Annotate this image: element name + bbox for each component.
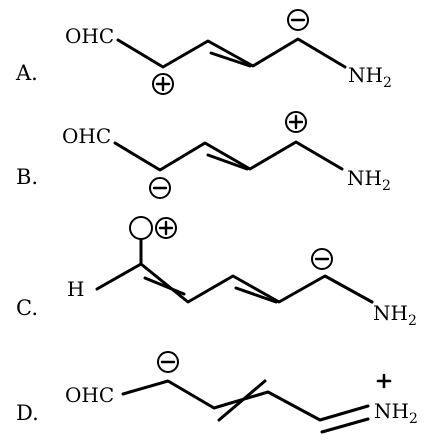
option-a-skeleton xyxy=(116,37,347,69)
option-d-minus-charge xyxy=(157,351,179,373)
option-d-right-group: NH2 xyxy=(374,399,418,427)
option-b-left-group: OHC xyxy=(62,124,111,148)
option-a-right-group: NH2 xyxy=(348,63,392,91)
option-b-letter: B. xyxy=(16,165,38,189)
option-b[interactable]: B. OHC NH2 xyxy=(16,111,391,199)
option-d-letter: D. xyxy=(16,401,39,425)
option-c-plus-charge xyxy=(155,217,177,239)
option-a-plus-charge xyxy=(152,73,174,95)
option-c-empty-orbital xyxy=(129,216,153,240)
option-d-skeleton xyxy=(121,379,370,434)
option-c-left-group: H xyxy=(67,277,84,301)
option-c-letter: C. xyxy=(16,296,38,320)
option-d-plus-charge xyxy=(376,373,392,389)
option-d[interactable]: D. OHC NH2 xyxy=(16,351,418,434)
option-c-minus-charge xyxy=(311,248,333,270)
option-d-left-group: OHC xyxy=(65,383,114,407)
option-a[interactable]: A. OHC NH2 xyxy=(15,9,392,95)
option-b-skeleton xyxy=(113,140,344,172)
option-b-plus-charge xyxy=(285,111,307,133)
option-c-skeleton xyxy=(95,237,374,304)
option-b-minus-charge xyxy=(149,177,171,199)
option-a-letter: A. xyxy=(15,61,38,85)
option-c[interactable]: C. H NH2 xyxy=(16,216,417,329)
option-c-right-group: NH2 xyxy=(373,301,417,329)
option-b-right-group: NH2 xyxy=(347,166,391,194)
option-a-left-group: OHC xyxy=(65,24,114,48)
option-a-minus-charge xyxy=(287,9,309,31)
